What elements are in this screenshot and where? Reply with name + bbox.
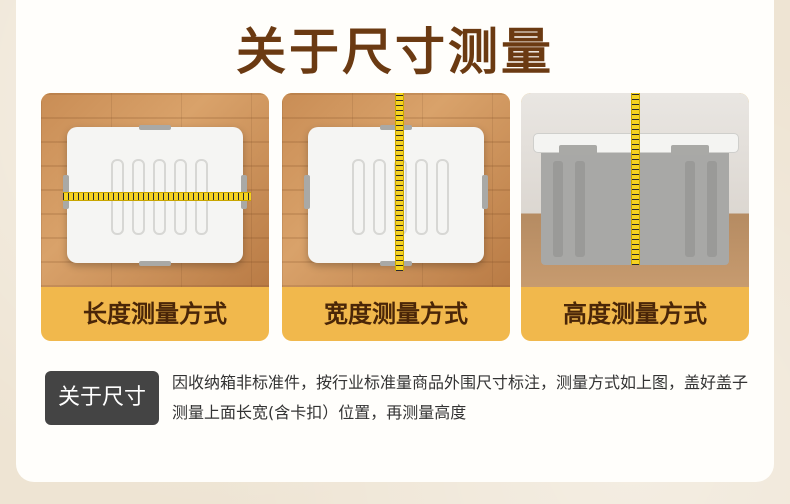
- width-photo: [282, 93, 510, 287]
- box-rib: [685, 161, 695, 257]
- caption-length: 长度测量方式: [83, 300, 227, 328]
- caption-width: 宽度测量方式: [324, 300, 468, 328]
- length-photo: [41, 93, 269, 287]
- box-rib: [553, 161, 563, 257]
- box-rib: [707, 161, 717, 257]
- lid-clip: [139, 261, 171, 266]
- measuring-tape-horizontal: [63, 192, 251, 201]
- lid-clip: [482, 175, 488, 209]
- note-badge: 关于尺寸: [45, 371, 159, 425]
- note-text: 因收纳箱非标准件，按行业标准量商品外围尺寸标注，测量方式如上图，盖好盖子测量上面…: [172, 373, 749, 422]
- panel-length: 长度测量方式: [41, 93, 269, 341]
- panel-height: 高度测量方式: [521, 93, 749, 341]
- lid-clip: [304, 175, 310, 209]
- height-photo: [521, 93, 749, 287]
- lid-rib: [373, 159, 386, 235]
- measuring-tape-vertical: [395, 93, 404, 271]
- box-rib: [575, 161, 585, 257]
- caption-height: 高度测量方式: [563, 300, 707, 328]
- lid-rib: [352, 159, 365, 235]
- lid-clip: [139, 125, 171, 130]
- lid-clip: [559, 145, 597, 155]
- lid-clip: [671, 145, 709, 155]
- lid-rib: [415, 159, 428, 235]
- panel-width: 宽度测量方式: [282, 93, 510, 341]
- measuring-tape-vertical: [631, 93, 640, 265]
- page-title: 关于尺寸测量: [236, 23, 554, 81]
- lid-rib: [436, 159, 449, 235]
